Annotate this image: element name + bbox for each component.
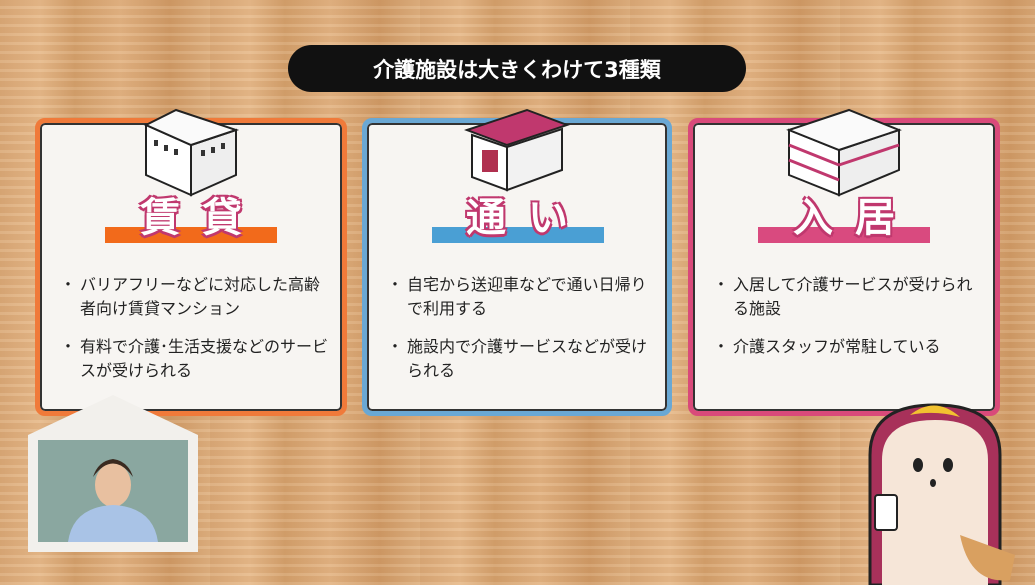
- card-heading: 賃貸: [140, 195, 264, 241]
- residential-facility-icon: [786, 108, 902, 197]
- bullet: 入居して介護サービスが受けられる施設: [713, 273, 981, 321]
- bullet: 有料で介護･生活支援などのサービスが受けられる: [60, 335, 328, 383]
- topic-title: 介護施設は大きくわけて3種類: [288, 45, 746, 92]
- heading-underline: [758, 227, 930, 243]
- card-day-service: 通い 自宅から送迎車などで通い日帰りで利用する施設内で介護サービスなどが受けられ…: [362, 108, 672, 416]
- heading-underline: [105, 227, 277, 243]
- bullet: 介護スタッフが常駐している: [713, 335, 981, 359]
- bullet: 施設内で介護サービスなどが受けられる: [387, 335, 653, 383]
- day-care-building-icon: [464, 108, 570, 192]
- card-rental: 賃貸 バリアフリーなどに対応した高齢者向け賃貸マンション有料で介護･生活支援など…: [35, 108, 347, 416]
- bullet: 自宅から送迎車などで通い日帰りで利用する: [387, 273, 653, 321]
- presenter-video-thumbnail: [28, 395, 198, 552]
- card-heading: 通い: [466, 195, 590, 241]
- apartment-building-icon: [143, 108, 240, 197]
- heading-underline: [432, 227, 604, 243]
- card-residential: 入居 入居して介護サービスが受けられる施設介護スタッフが常駐している: [688, 108, 1000, 416]
- bullet: バリアフリーなどに対応した高齢者向け賃貸マンション: [60, 273, 328, 321]
- mascot-character: [868, 403, 1015, 585]
- card-heading: 入居: [793, 195, 917, 241]
